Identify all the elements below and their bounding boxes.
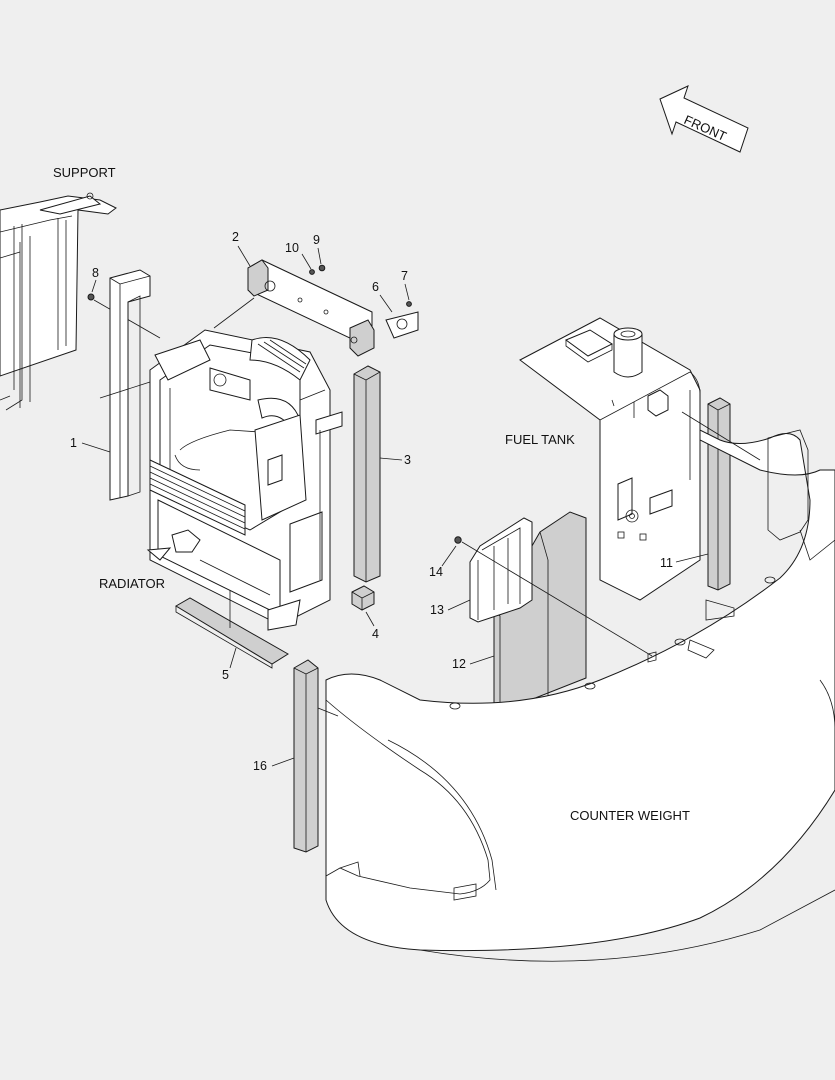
callout-7: 7 (401, 269, 408, 283)
counter-weight-label: COUNTER WEIGHT (570, 808, 690, 823)
callout-11: 11 (660, 556, 673, 570)
part-13-bracket (469, 517, 533, 623)
part-6-plate (385, 311, 419, 339)
part-10-washer (309, 269, 315, 275)
fuel-tank (519, 317, 701, 601)
part-8-bolt (87, 293, 95, 301)
support-label: SUPPORT (53, 165, 116, 180)
callout-2: 2 (232, 230, 239, 244)
part-16-seal (293, 659, 319, 853)
support-frame (0, 192, 117, 411)
callout-12: 12 (452, 657, 466, 671)
callout-8: 8 (92, 266, 99, 280)
front-arrow: FRONT (659, 85, 749, 153)
callout-4: 4 (372, 627, 379, 641)
callout-6: 6 (372, 280, 379, 294)
part-9-bolt (318, 264, 326, 272)
part-14-bolt (454, 536, 462, 544)
callout-3: 3 (404, 453, 411, 467)
callout-5: 5 (222, 668, 229, 682)
callout-10: 10 (285, 241, 299, 255)
counter-weight (325, 429, 835, 962)
callout-13: 13 (430, 603, 444, 617)
part-2-bracket (247, 259, 375, 357)
callout-16: 16 (253, 759, 267, 773)
callout-1: 1 (70, 436, 77, 450)
fuel-tank-label: FUEL TANK (505, 432, 575, 447)
part-3-seal (353, 365, 381, 583)
part-11-seal (707, 397, 731, 591)
part-5-seal (175, 597, 289, 669)
radiator-assembly (146, 329, 343, 631)
callout-14: 14 (429, 565, 443, 579)
radiator-label: RADIATOR (99, 576, 165, 591)
part-1-seal (109, 269, 151, 501)
part-7-screw (406, 301, 412, 307)
part-4-block (351, 585, 375, 611)
callout-9: 9 (313, 233, 320, 247)
